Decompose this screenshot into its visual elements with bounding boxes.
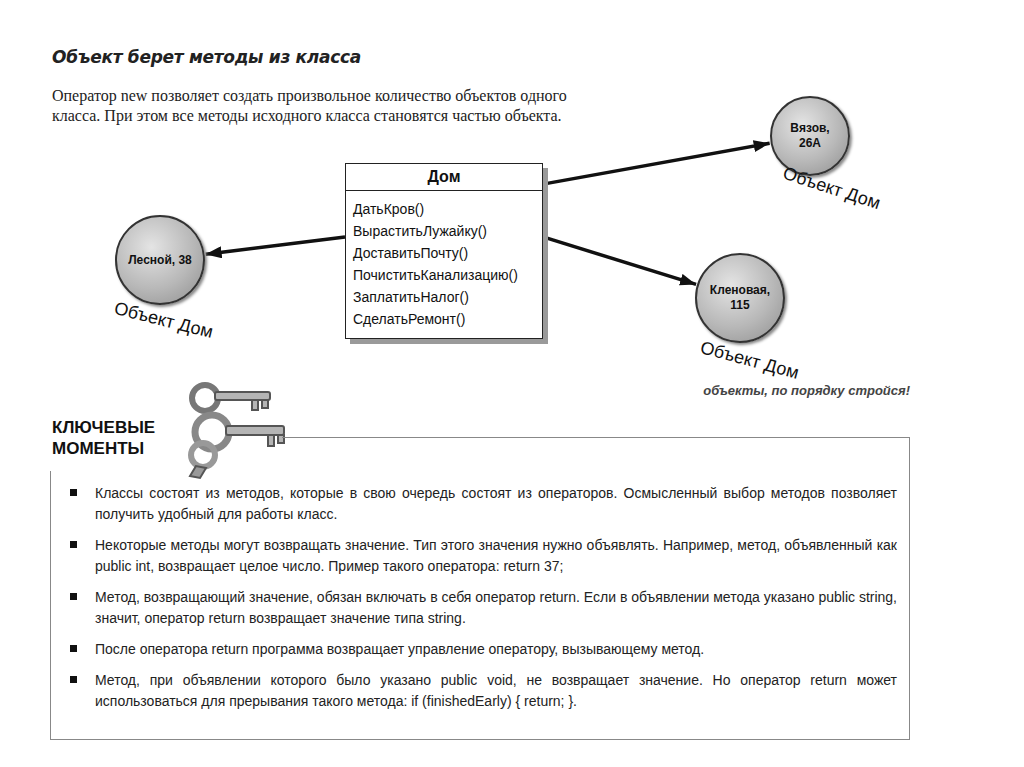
bullet-text: Метод, возвращающий значение, обязан вкл… bbox=[95, 587, 897, 629]
object-circle: Кленовая, 115 bbox=[695, 253, 785, 343]
figure-caption: объекты, по порядку стройся! bbox=[560, 383, 910, 398]
bullet-marker bbox=[70, 541, 77, 548]
bullet-text: Некоторые методы могут возвращать значен… bbox=[95, 535, 897, 577]
key-points-heading: КЛЮЧЕВЫЕ МОМЕНТЫ bbox=[52, 417, 172, 459]
bullet-row: Некоторые методы могут возвращать значен… bbox=[68, 535, 897, 577]
key-points-box: КЛЮЧЕВЫЕ МОМЕНТЫКлассы состоят из методо… bbox=[50, 437, 910, 740]
arrow-connector bbox=[543, 143, 770, 184]
object-label: Объект Дом bbox=[781, 162, 884, 213]
bullet-text: Метод, при объявлении которого было указ… bbox=[95, 670, 897, 712]
page-title: Объект берет методы из класса bbox=[52, 47, 361, 67]
arrow-connector bbox=[543, 237, 696, 284]
bullet-marker bbox=[70, 489, 77, 496]
box-top-border bbox=[282, 437, 909, 438]
method-name: ВыраститьЛужайку() bbox=[353, 220, 536, 242]
bullet-text: Классы состоят из методов, которые в сво… bbox=[95, 483, 897, 525]
object-address: Вязов, 26А bbox=[779, 121, 841, 151]
method-name: СделатьРемонт() bbox=[353, 308, 536, 330]
bullet-marker bbox=[70, 645, 77, 652]
method-name: ДатьКров() bbox=[353, 198, 536, 220]
object-circle: Лесной, 38 bbox=[115, 215, 205, 305]
object-label: Объект Дом bbox=[698, 337, 801, 383]
bullet-marker bbox=[70, 676, 77, 683]
object-circle: Вязов, 26А bbox=[770, 96, 850, 176]
object-address: Кленовая, 115 bbox=[704, 283, 776, 313]
method-list: ДатьКров()ВыраститьЛужайку()ДоставитьПоч… bbox=[346, 191, 542, 338]
bullet-row: Метод, при объявлении которого было указ… bbox=[68, 670, 897, 712]
object-address: Лесной, 38 bbox=[124, 253, 196, 268]
intro-paragraph: Оператор new позволяет создать произволь… bbox=[52, 86, 600, 126]
keys-icon bbox=[190, 385, 284, 478]
bullet-text: После оператора return программа возвращ… bbox=[95, 639, 897, 660]
bullet-row: После оператора return программа возвращ… bbox=[68, 639, 897, 660]
bullet-row: Метод, возвращающий значение, обязан вкл… bbox=[68, 587, 897, 629]
method-name: ДоставитьПочту() bbox=[353, 242, 536, 264]
bullet-marker bbox=[70, 593, 77, 600]
bullet-list: Классы состоят из методов, которые в сво… bbox=[68, 483, 897, 722]
bullet-row: Классы состоят из методов, которые в сво… bbox=[68, 483, 897, 525]
arrow-connector bbox=[206, 237, 345, 254]
object-node: Лесной, 38Объект Дом bbox=[115, 215, 205, 305]
object-node: Кленовая, 115Объект Дом bbox=[695, 253, 785, 343]
method-name: ЗаплатитьНалог() bbox=[353, 286, 536, 308]
method-name: ПочиститьКанализацию() bbox=[353, 264, 536, 286]
object-node: Вязов, 26АОбъект Дом bbox=[770, 96, 850, 176]
class-box: ДомДатьКров()ВыраститьЛужайку()Доставить… bbox=[345, 163, 543, 339]
box-left-border bbox=[50, 471, 51, 739]
class-name: Дом bbox=[346, 164, 542, 191]
